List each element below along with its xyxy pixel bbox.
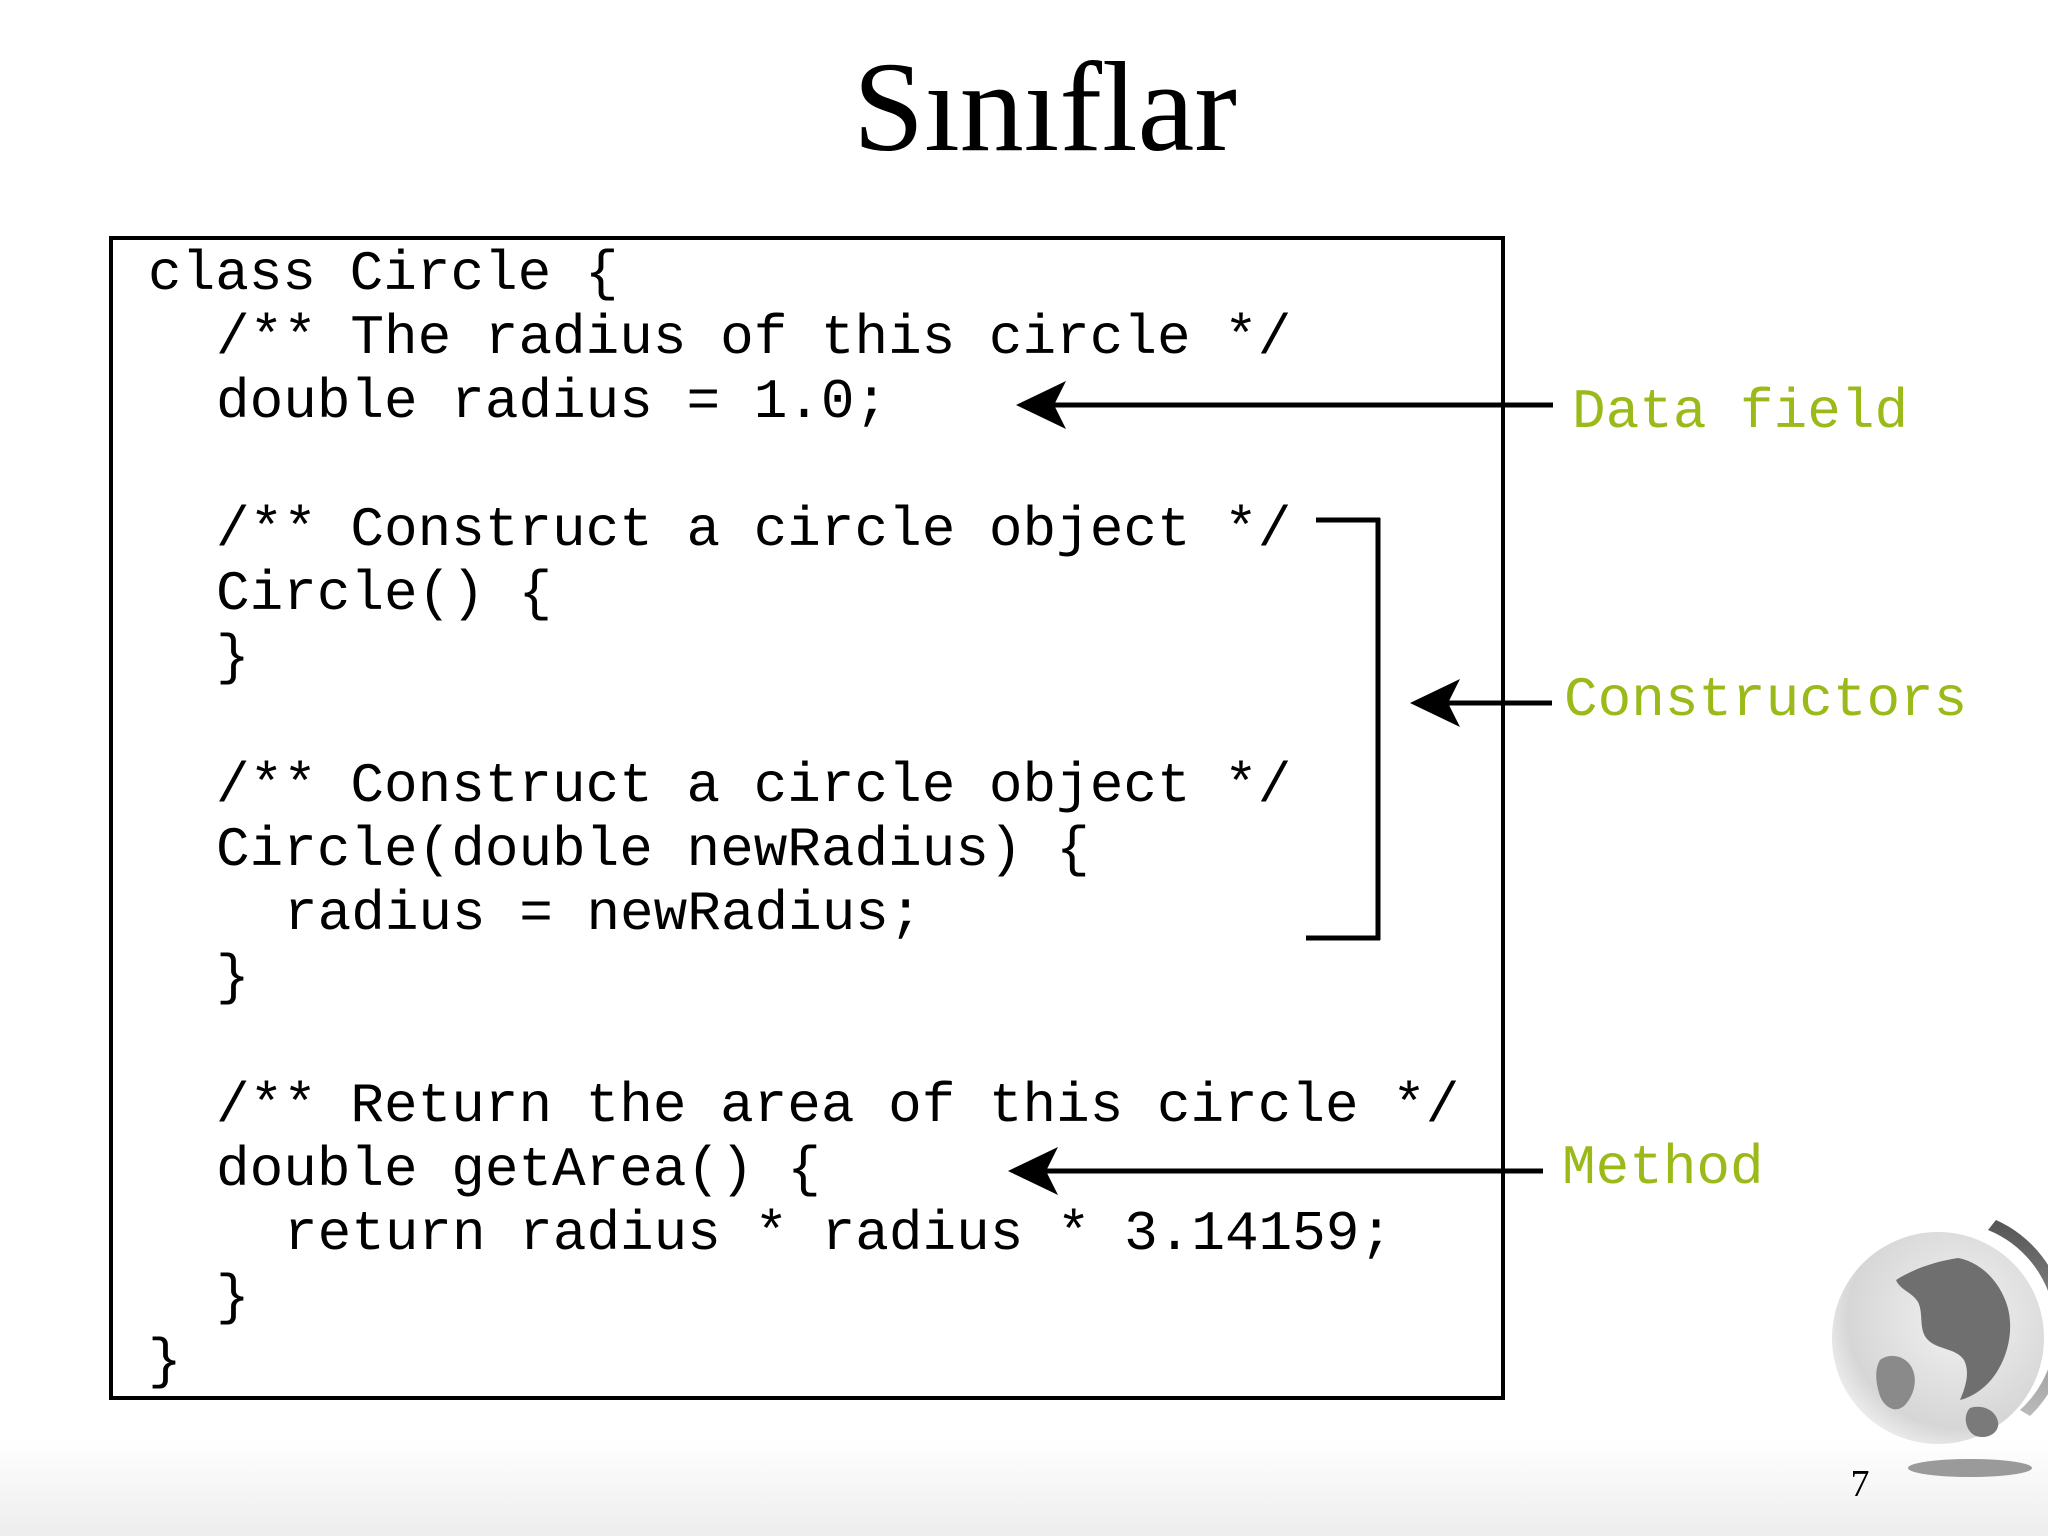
code-line-1: class Circle { [148, 242, 619, 306]
bottom-shade [0, 1440, 2048, 1536]
slide-title: Sınıflar [853, 36, 1237, 178]
code-line-14: /** Return the area of this circle */ [216, 1074, 1460, 1138]
constructors-label: Constructors [1564, 668, 1968, 732]
code-line-2: /** The radius of this circle */ [216, 306, 1292, 370]
code-line-17: } [216, 1266, 250, 1330]
code-line-9: /** Construct a circle object */ [216, 754, 1292, 818]
code-line-10: Circle(double newRadius) { [216, 818, 1090, 882]
code-line-12: } [216, 946, 250, 1010]
code-line-16: return radius * radius * 3.14159; [284, 1202, 1393, 1266]
constructors-bracket [1306, 517, 1381, 941]
data-field-label: Data field [1572, 380, 1909, 444]
code-line-11: radius = newRadius; [284, 882, 923, 946]
code-box [109, 236, 1505, 1400]
constructors-arrow [1410, 679, 1552, 727]
code-line-5: /** Construct a circle object */ [216, 498, 1292, 562]
code-line-3: double radius = 1.0; [216, 370, 889, 434]
method-label: Method [1562, 1136, 1764, 1200]
code-line-6: Circle() { [216, 562, 553, 626]
globe-logo-icon [1832, 1220, 2048, 1477]
code-line-15: double getArea() { [216, 1138, 821, 1202]
method-arrow [1008, 1147, 1543, 1195]
code-line-18: } [148, 1330, 182, 1394]
code-line-7: } [216, 626, 250, 690]
data-field-arrow [1016, 381, 1553, 429]
page-number: 7 [1850, 1463, 1870, 1505]
